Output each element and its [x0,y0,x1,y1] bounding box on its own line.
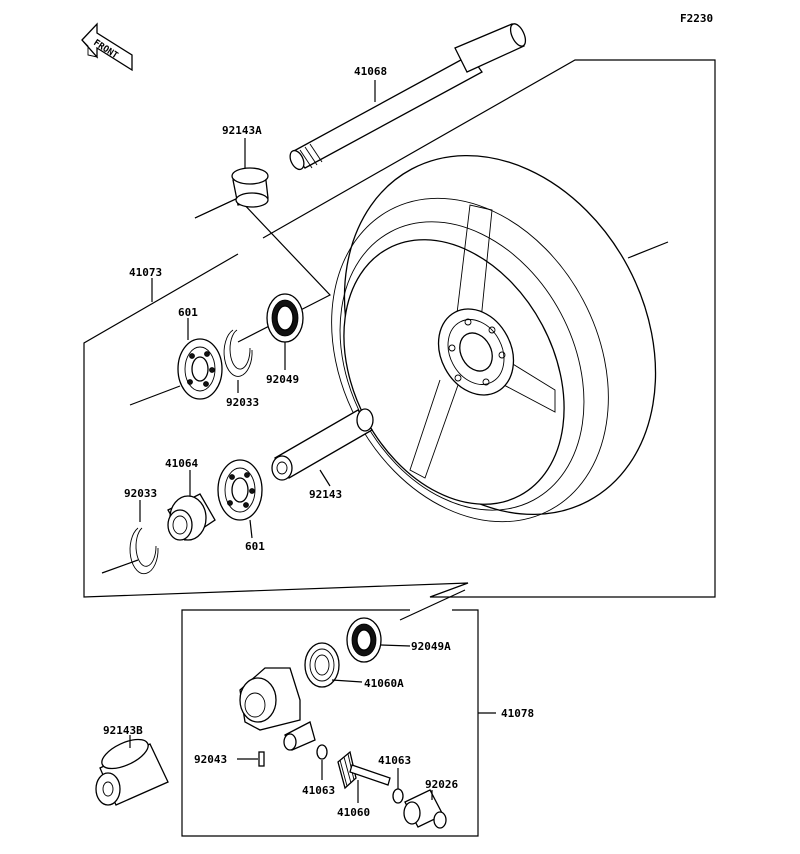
drive-gear [304,642,363,688]
oil-seal-upper [266,293,304,370]
label-bearing-lower: 601 [245,540,265,553]
label-seal-gear: 92049A [411,640,451,653]
label-bearing-upper: 601 [178,306,198,319]
label-pinion: 41060 [337,806,370,819]
label-pin: 92043 [194,753,227,766]
bearing-lower [217,459,263,539]
label-spacer: 92143 [309,488,342,501]
label-collar-a: 92143A [222,124,262,137]
bearing-upper [129,318,223,406]
label-axle: 41068 [354,65,387,78]
label-hub-cap: 41064 [165,457,198,470]
axle [289,23,527,171]
frame-notch-upper [194,197,331,343]
hub-cap [167,470,216,541]
frame-connector [399,589,466,621]
spacer [271,408,374,487]
figure-code: F2230 [680,12,713,25]
label-collar-b: 92143B [103,724,143,737]
collar-b [95,735,169,806]
label-circlip-lower: 92033 [124,487,157,500]
label-bushing: 92026 [425,778,458,791]
label-washer-right: 41063 [378,754,411,767]
label-seal-upper: 92049 [266,373,299,386]
bushing [403,789,447,829]
label-drive-gear: 41060A [364,677,404,690]
gear-housing-frame [181,609,479,837]
pin [237,751,265,767]
label-hub-assy: 41073 [129,266,162,279]
washer-left [316,744,328,780]
oil-seal-gear [346,617,411,663]
pinion [337,750,391,803]
hub-assembly-frame [83,59,716,598]
collar-a [231,138,269,208]
label-circlip-upper: 92033 [226,396,259,409]
gear-housing [239,667,316,751]
circlip-upper [223,329,253,393]
front-arrow-icon: FRONT [81,22,133,72]
washer-right [392,768,404,804]
label-washer-left: 41063 [302,784,335,797]
wheel-rim [331,154,669,523]
circlip-lower [101,500,159,575]
label-gear-housing-assy: 41078 [501,707,534,720]
